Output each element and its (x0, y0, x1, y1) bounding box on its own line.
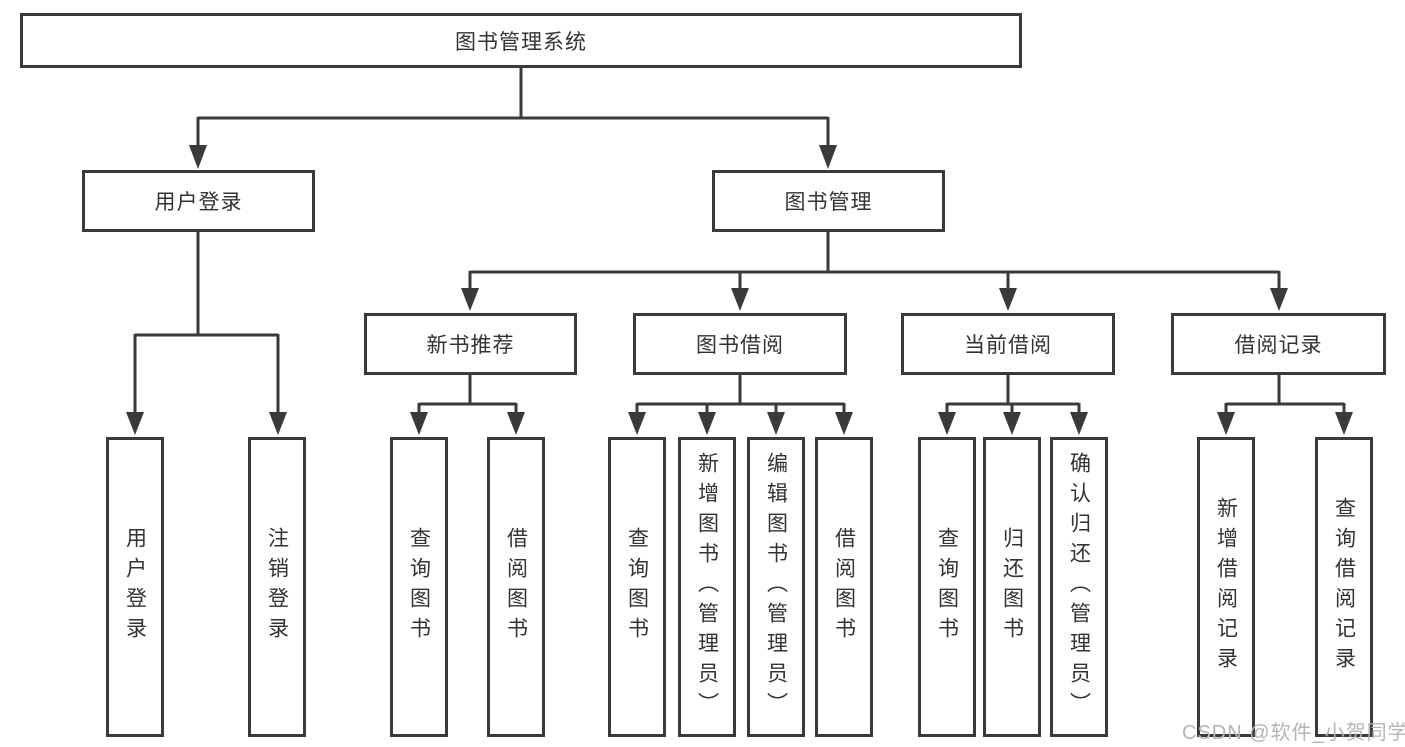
node-borrow-record: 借阅记录 (1171, 313, 1386, 375)
node-new-book: 新书推荐 (364, 313, 577, 375)
arrow-to-user-login (189, 145, 207, 169)
node-book-mgmt: 图书管理 (712, 170, 945, 232)
node-user-login-label: 用户登录 (154, 191, 243, 214)
leaf-borrow-query-label: 查询图书 (625, 527, 649, 647)
leaf-borrow-add: 新增图书（管理员） (678, 437, 736, 737)
arrow-to-book-mgmt (819, 145, 837, 169)
node-root: 图书管理系统 (20, 13, 1022, 68)
leaf-borrow-edit-label: 编辑图书（管理员） (764, 452, 788, 722)
leaf-logout: 注销登录 (248, 437, 306, 737)
leaf-current-confirm: 确认归还（管理员） (1050, 437, 1108, 737)
leaf-borrow-borrow-label: 借阅图书 (832, 527, 856, 647)
leaf-record-query-label: 查询借阅记录 (1332, 497, 1356, 677)
leaf-user-login-label: 用户登录 (123, 527, 147, 647)
leaf-newbook-query-label: 查询图书 (407, 527, 431, 647)
leaf-record-add: 新增借阅记录 (1197, 437, 1255, 737)
leaf-borrow-add-label: 新增图书（管理员） (695, 452, 719, 722)
node-current-borrow-label: 当前借阅 (964, 334, 1052, 357)
leaf-logout-label: 注销登录 (265, 527, 289, 647)
node-borrow-record-label: 借阅记录 (1234, 334, 1323, 357)
leaf-record-query: 查询借阅记录 (1315, 437, 1373, 737)
leaf-borrow-edit: 编辑图书（管理员） (747, 437, 805, 737)
node-book-borrow: 图书借阅 (633, 313, 847, 375)
leaf-newbook-borrow-label: 借阅图书 (504, 527, 528, 647)
leaf-current-query: 查询图书 (918, 437, 976, 737)
node-book-borrow-label: 图书借阅 (696, 334, 784, 357)
arrowheads (126, 145, 1353, 435)
leaf-current-query-label: 查询图书 (935, 527, 959, 647)
leaf-record-add-label: 新增借阅记录 (1214, 497, 1238, 677)
csdn-watermark: CSDN @软件_小贺同学 (1182, 722, 1405, 744)
leaf-current-return-label: 归还图书 (1000, 527, 1024, 647)
node-user-login: 用户登录 (82, 170, 315, 232)
leaf-current-return: 归还图书 (983, 437, 1041, 737)
leaf-newbook-borrow: 借阅图书 (487, 437, 545, 737)
node-book-mgmt-label: 图书管理 (784, 191, 873, 214)
node-root-label: 图书管理系统 (455, 30, 587, 54)
leaf-user-login: 用户登录 (106, 437, 164, 737)
leaf-borrow-query: 查询图书 (608, 437, 666, 737)
leaf-newbook-query: 查询图书 (390, 437, 448, 737)
leaf-borrow-borrow: 借阅图书 (815, 437, 873, 737)
leaf-current-confirm-label: 确认归还（管理员） (1067, 452, 1091, 722)
node-current-borrow: 当前借阅 (901, 313, 1115, 375)
node-new-book-label: 新书推荐 (426, 334, 515, 357)
